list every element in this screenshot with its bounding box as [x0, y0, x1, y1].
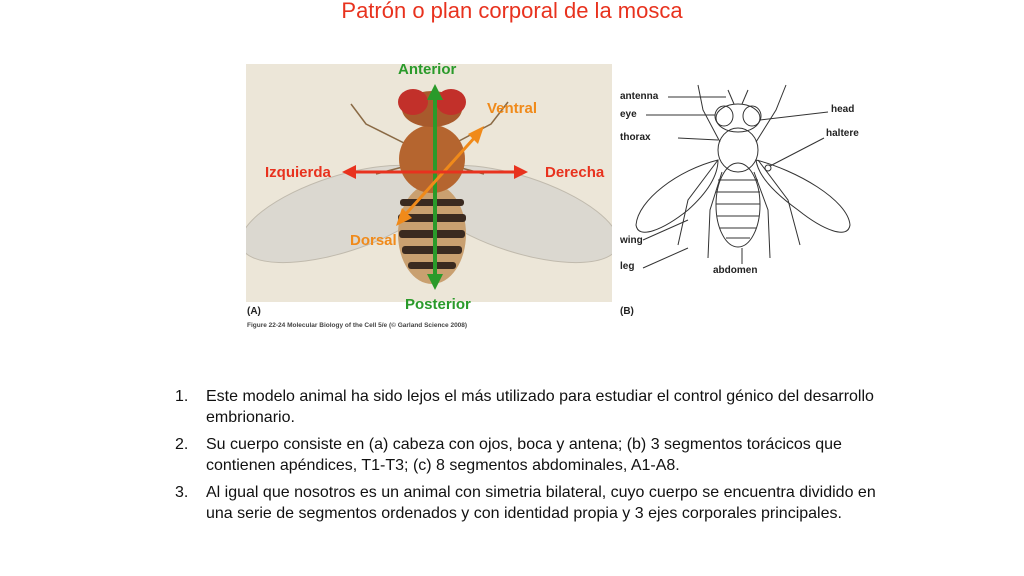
anterior-posterior-axis — [427, 84, 443, 290]
diagram-label-antenna: antenna — [620, 91, 659, 102]
list-item: 2. Su cuerpo consiste en (a) cabeza con … — [175, 434, 895, 476]
list-text: Su cuerpo consiste en (a) cabeza con ojo… — [206, 436, 842, 474]
diagram-label-head: head — [831, 104, 855, 115]
fly-photo-illustration — [246, 84, 612, 290]
diagram-label-thorax: thorax — [620, 132, 651, 143]
list-number: 1. — [175, 388, 189, 405]
axis-label-dorsal: Dorsal — [350, 232, 397, 249]
axis-label-ventral: Ventral — [487, 100, 538, 117]
list-number: 3. — [175, 484, 189, 501]
figure-caption: Figure 22-24 Molecular Biology of the Ce… — [247, 322, 468, 329]
diagram-label-leg: leg — [620, 261, 635, 272]
axis-label-derecha: Derecha — [545, 164, 605, 181]
fly-diagram-panel: antenna eye thorax head haltere wing leg… — [618, 80, 868, 290]
list-text: Al igual que nosotros es un animal con s… — [206, 484, 876, 522]
axis-label-anterior: Anterior — [398, 61, 457, 78]
axis-label-izquierda: Izquierda — [265, 164, 331, 181]
panel-letter-a: (A) — [247, 306, 261, 317]
numbered-list: 1. Este modelo animal ha sido lejos el m… — [175, 386, 895, 530]
axis-label-posterior: Posterior — [405, 296, 471, 313]
diagram-label-haltere: haltere — [826, 128, 859, 139]
panel-letter-b: (B) — [620, 306, 634, 317]
page-title: Patrón o plan corporal de la mosca — [341, 0, 683, 23]
list-text: Este modelo animal ha sido lejos el más … — [206, 388, 874, 426]
fly-line-drawing — [635, 84, 851, 269]
diagram-label-abdomen: abdomen — [713, 265, 758, 276]
dorsal-ventral-axis — [396, 126, 484, 226]
diagram-label-eye: eye — [620, 109, 637, 120]
fly-photo-panel — [246, 64, 612, 302]
list-item: 1. Este modelo animal ha sido lejos el m… — [175, 386, 895, 428]
left-right-axis — [342, 165, 528, 179]
list-number: 2. — [175, 436, 189, 453]
diagram-label-wing: wing — [620, 235, 643, 246]
list-item: 3. Al igual que nosotros es un animal co… — [175, 482, 895, 524]
